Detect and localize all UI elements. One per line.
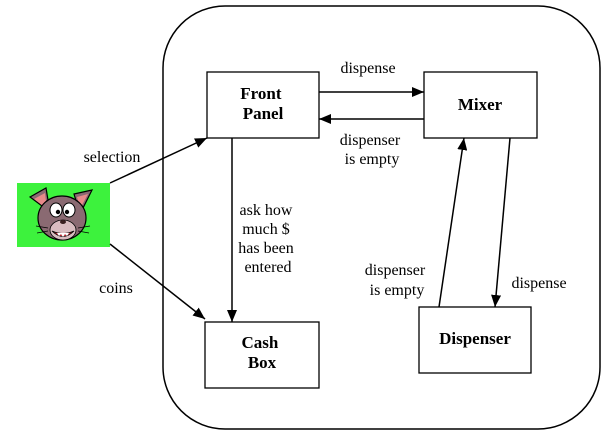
- dispenser-label: Dispenser: [439, 329, 511, 348]
- dispenser-to-mixer-arrow: [438, 137, 468, 308]
- front-to-mixer-label: dispense: [340, 60, 395, 77]
- front-panel-box: Front Panel: [206, 71, 320, 139]
- selection-label: selection: [84, 149, 141, 166]
- dispenser-box: Dispenser: [418, 306, 532, 374]
- mixer-to-dispenser-label: dispense: [511, 275, 566, 292]
- cartoon-cat-face-icon: [28, 187, 94, 241]
- system-boundary: [162, 5, 601, 430]
- mixer-to-dispenser-arrow: [491, 137, 511, 308]
- coins-arrow: [109, 243, 206, 320]
- selection-arrow: [109, 137, 208, 184]
- front-panel-label: Front Panel: [240, 84, 286, 123]
- mixer-box: Mixer: [423, 71, 538, 139]
- cash-box-label: Cash Box: [241, 333, 282, 372]
- front-to-cash-label: ask how much $ has been entered: [238, 202, 298, 276]
- mixer-to-front-label: dispenser is empty: [340, 132, 404, 168]
- dispenser-to-mixer-label: dispenser is empty: [365, 262, 429, 299]
- cash-box-box: Cash Box: [204, 321, 320, 389]
- mixer-label: Mixer: [458, 95, 503, 114]
- user-cat-image: [17, 183, 110, 247]
- coins-label: coins: [99, 280, 133, 297]
